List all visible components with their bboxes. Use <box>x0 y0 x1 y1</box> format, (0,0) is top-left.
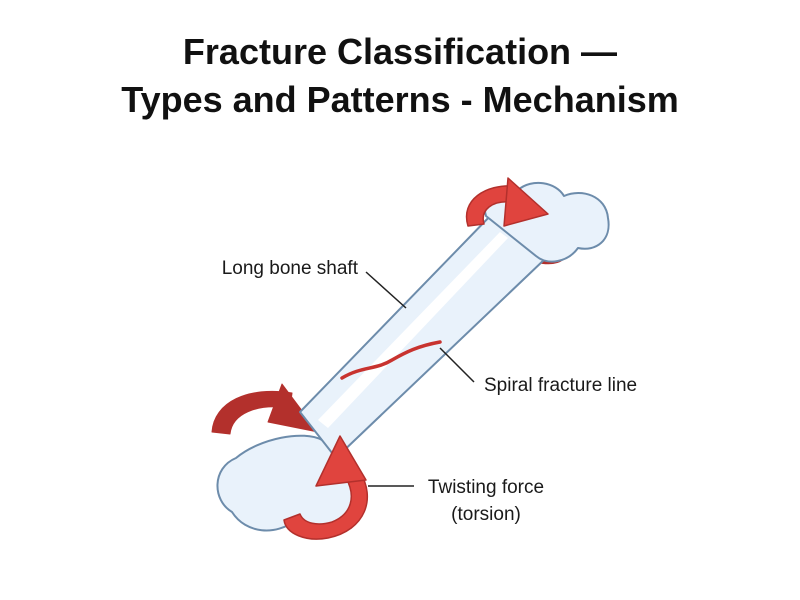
bottom-twist-arrow-front <box>283 435 368 540</box>
title-line-1: Fracture Classification — <box>182 31 618 72</box>
diagram-title: Fracture Classification — Types and Patt… <box>0 28 800 124</box>
fracture-leader-line <box>439 347 475 383</box>
long-bone <box>216 181 610 532</box>
bottom-arrow-front-head <box>315 435 367 487</box>
shaft-label: Long bone shaft <box>222 258 359 279</box>
fracture-label: Spiral fracture line <box>484 375 637 396</box>
top-twist-arrow-front <box>465 177 549 227</box>
bottom-arrow-back-band <box>211 390 293 435</box>
bone-shaft-highlight <box>318 232 508 428</box>
top-arrow-front-head <box>503 177 549 227</box>
title-line-2: Types and Patterns - Mechanism <box>121 79 679 120</box>
shaft-leader-line <box>365 271 407 309</box>
force-label-line-1: Twisting force <box>428 477 544 498</box>
force-label-line-2: (torsion) <box>451 504 521 525</box>
bone-shaft <box>299 211 547 459</box>
spiral-fracture-line <box>340 340 442 380</box>
bottom-arrow-front-band <box>283 471 368 540</box>
